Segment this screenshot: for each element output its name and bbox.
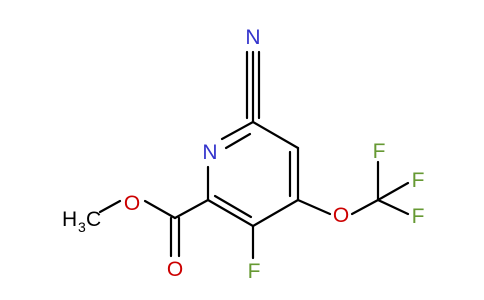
methyl-c-label: C: [86, 208, 101, 231]
ether-bond-o-c: [350, 198, 380, 216]
carbonyl-o-label: O: [167, 258, 183, 281]
cf3-bond-bottom: [376, 198, 410, 216]
ring-bond-c6-c5: [251, 120, 300, 150]
ester-bond-o-ch3: [98, 199, 122, 214]
cf3-f-right-label: F: [412, 169, 425, 192]
bonds: [98, 50, 410, 260]
ester-o-label: O: [124, 192, 140, 215]
ring-bond-c3-c2: [206, 198, 255, 228]
methyl-subscript: 3: [78, 219, 86, 235]
ring-bond-c3-c2-inner: [213, 194, 253, 219]
methyl-h-label: H: [62, 208, 77, 231]
cf3-bond-right: [376, 181, 410, 202]
cyano-n-label: N: [245, 26, 260, 49]
ring-bond-c4-c3: [251, 198, 300, 228]
ring-f-label: F: [248, 260, 261, 283]
ring-bond-n-c6: [220, 120, 255, 141]
ring-bond-n-c6-inner: [224, 132, 252, 150]
ester-bond-c-o: [143, 199, 177, 220]
ester-bond-c2-c: [173, 198, 210, 220]
cf3-f-bottom-label: F: [412, 205, 425, 228]
ether-o-label: O: [333, 204, 349, 227]
ether-bond-c4-o: [296, 198, 332, 216]
cf3-f-top-label: F: [373, 140, 386, 163]
ring-n-label: N: [202, 141, 217, 164]
